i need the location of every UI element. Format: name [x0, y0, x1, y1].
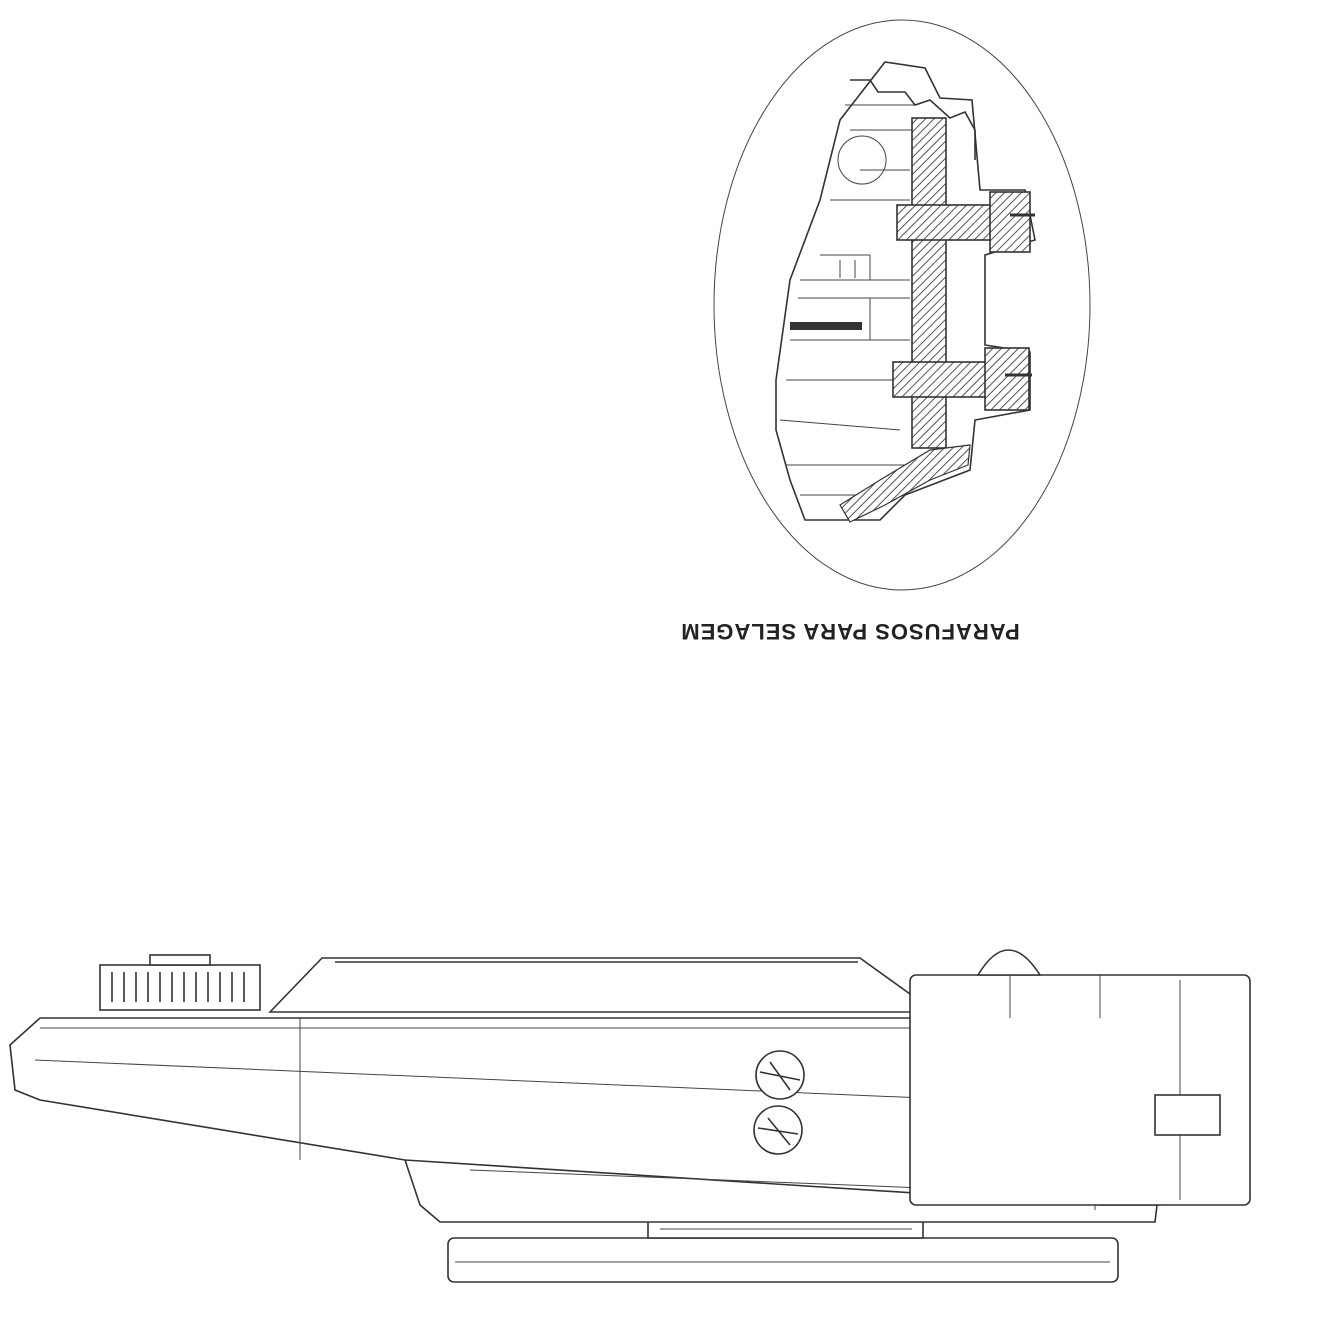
cutaway-round — [837, 135, 887, 185]
hatched-plate — [911, 117, 947, 449]
sealing-screw-upper — [896, 191, 1035, 253]
right-housing — [909, 974, 1251, 1206]
seal-screw-b — [753, 1105, 803, 1155]
base-plate — [447, 1237, 1119, 1283]
display-housing — [268, 957, 938, 1013]
cutaway-top-break — [850, 79, 976, 160]
detail-view — [713, 19, 1091, 591]
cutaway-slot — [790, 322, 862, 330]
hatched-lower-curve — [839, 444, 971, 523]
detail-caption: PARAFUSOS PARA SELAGEM — [680, 619, 1020, 644]
connector — [1154, 1094, 1221, 1136]
seal-screw-a — [755, 1050, 805, 1100]
dome-indicator — [976, 949, 1042, 976]
sealing-screw-lower — [892, 347, 1032, 411]
cutaway-inner-lines — [779, 104, 915, 496]
knob — [99, 954, 261, 1011]
detail-ellipse — [713, 19, 1091, 591]
device-side-view — [9, 949, 1251, 1283]
cutaway-body — [775, 61, 1036, 521]
